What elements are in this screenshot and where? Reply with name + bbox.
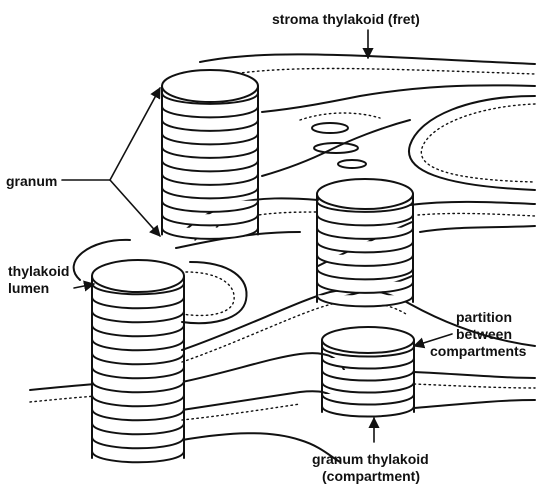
thylakoid-disc <box>322 406 414 417</box>
thylakoid-disc <box>92 437 184 448</box>
thylakoid-disc <box>162 147 258 158</box>
granum-top-disc <box>322 327 414 353</box>
thylakoid-disc <box>162 214 258 225</box>
thylakoid-disc <box>162 106 258 117</box>
thylakoid-disc <box>92 311 184 322</box>
granum-arrow-up <box>110 88 160 180</box>
partition-label-line2: between <box>456 326 512 342</box>
thylakoid-disc <box>92 423 184 434</box>
thylakoid-disc <box>317 268 413 279</box>
thylakoid-disc <box>92 395 184 406</box>
granum-top-disc <box>317 179 413 209</box>
thylakoid-disc <box>92 325 184 336</box>
thylakoid-disc <box>162 120 258 131</box>
thylakoid-disc <box>92 367 184 378</box>
thylakoid-lumen-label-line1: thylakoid <box>8 263 69 279</box>
thylakoid-disc <box>162 201 258 212</box>
thylakoid-disc <box>317 228 413 239</box>
thylakoid-disc <box>162 133 258 144</box>
granum-top-disc <box>162 70 258 102</box>
thylakoid-disc <box>322 370 414 381</box>
thylakoid-disc <box>92 451 184 462</box>
thylakoid-disc <box>92 339 184 350</box>
granum-middle-right <box>317 179 413 306</box>
thylakoid-lumen-label-line2: lumen <box>8 280 49 296</box>
granum-lower-left <box>92 260 184 462</box>
partition-label-line1: partition <box>456 309 512 325</box>
thylakoid-disc <box>92 409 184 420</box>
granum-thylakoid-label-line2: (compartment) <box>322 468 420 484</box>
granum-arrow-down <box>110 180 160 236</box>
thylakoid-disc <box>92 353 184 364</box>
thylakoid-disc <box>322 358 414 369</box>
thylakoid-disc <box>322 382 414 393</box>
thylakoid-disc <box>317 214 413 225</box>
thylakoid-disc <box>92 381 184 392</box>
granum-lower-right <box>322 327 414 417</box>
thylakoid-disc <box>162 160 258 171</box>
thylakoid-disc <box>322 394 414 405</box>
granum-thylakoid-label-line1: granum thylakoid <box>312 451 429 467</box>
granum-label: granum <box>6 173 57 189</box>
thylakoid-disc <box>162 228 258 239</box>
partition-label-line3: compartments <box>430 343 527 359</box>
thylakoid-disc <box>162 187 258 198</box>
thylakoid-disc <box>92 297 184 308</box>
granum-top-disc <box>92 260 184 292</box>
thylakoid-disc <box>317 255 413 266</box>
stroma-thylakoid-label: stroma thylakoid (fret) <box>272 11 420 27</box>
thylakoid-disc <box>162 174 258 185</box>
thylakoid-disc <box>317 241 413 252</box>
